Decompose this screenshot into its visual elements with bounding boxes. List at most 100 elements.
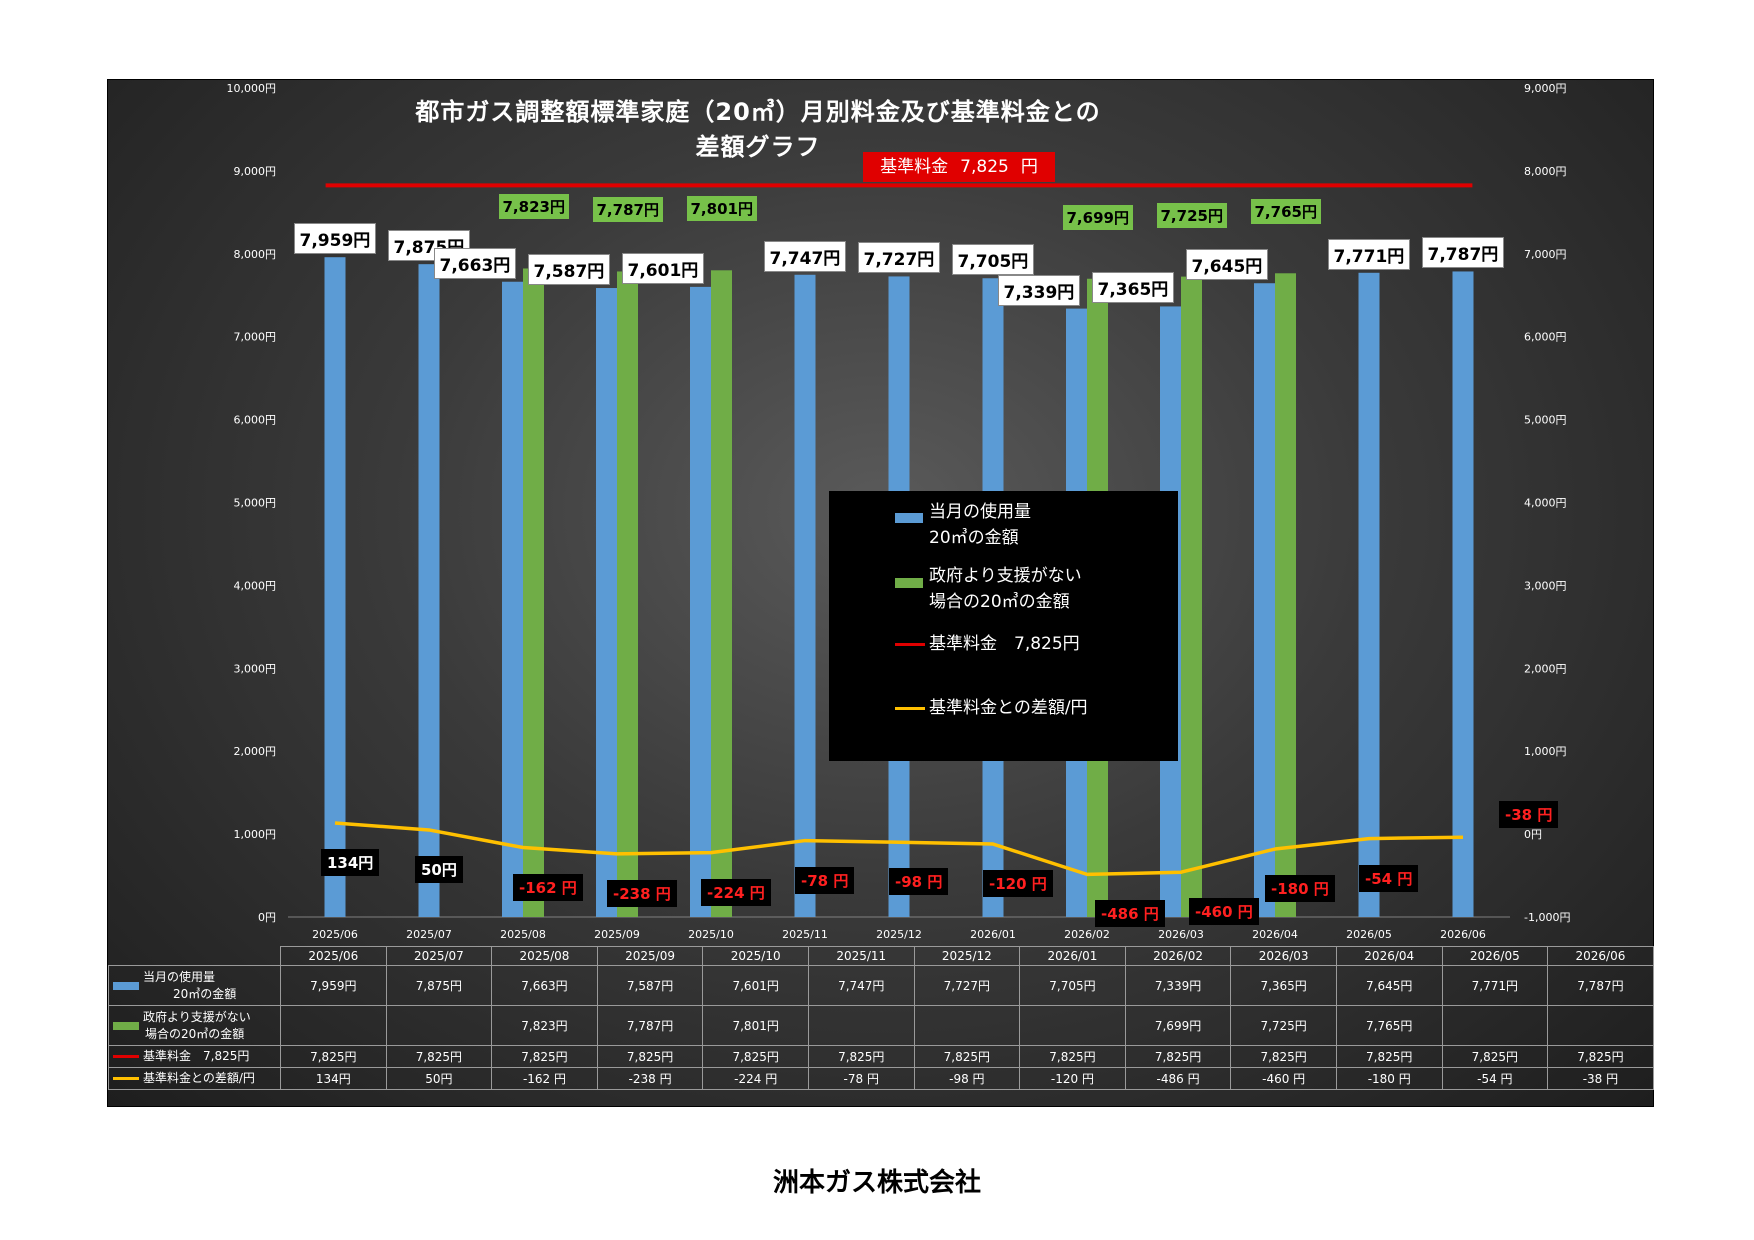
y-left-tick-label: 0円 — [258, 911, 276, 924]
y-left-tick-label: 4,000円 — [234, 579, 277, 592]
table-cell-current: 7,645円 — [1335, 965, 1443, 1006]
table-header-cell: 2025/06 — [280, 946, 387, 966]
no-support-value-label: 7,801円 — [686, 196, 757, 222]
current-value-label: 7,747円 — [763, 240, 847, 272]
table-cell-current: 7,587円 — [596, 965, 704, 1006]
reference-badge-label: 基準料金 — [880, 157, 949, 177]
y-right-tick-label: 0円 — [1524, 828, 1542, 841]
table-header-cell: 2025/12 — [913, 946, 1021, 966]
table-cell-current: 7,771円 — [1441, 965, 1549, 1006]
table-header-cell: 2026/03 — [1230, 946, 1337, 966]
table-cell-current: 7,365円 — [1230, 965, 1337, 1006]
table-cell-no-support — [1547, 1005, 1654, 1046]
table-header-cell: 2025/10 — [702, 946, 809, 966]
table-cell-no-support: 7,787円 — [596, 1005, 704, 1046]
diff-value-label: -162 円 — [513, 873, 583, 901]
table-header-cell: 2026/02 — [1124, 946, 1232, 966]
bar-current — [324, 257, 346, 917]
bar-no-support — [523, 268, 544, 918]
table-rowhead-no-support: 政府より支援がない場合の20㎥の金額 — [108, 1005, 281, 1046]
current-value-label: 7,663円 — [433, 247, 517, 279]
table-cell-diff: -54 円 — [1441, 1067, 1549, 1090]
table-cell-current: 7,787円 — [1547, 965, 1654, 1006]
diff-value-label: -238 円 — [607, 879, 677, 907]
table-cell-reference: 7,825円 — [1547, 1045, 1654, 1068]
table-rowhead-no-support-line2: 場合の20㎥の金額 — [145, 1026, 245, 1041]
table-header-cell: 2026/05 — [1441, 946, 1549, 966]
legend-no-support: 政府より支援がない 場合の20㎥の金額 — [929, 563, 1082, 615]
table-cell-current: 7,959円 — [280, 965, 387, 1006]
table-cell-current: 7,705円 — [1019, 965, 1126, 1006]
table-rowhead-no-support-line1: 政府より支援がない — [143, 1009, 251, 1024]
table-header-cell: 2025/11 — [807, 946, 915, 966]
y-right-tick-label: 3,000円 — [1524, 579, 1567, 592]
bar-current — [1452, 271, 1474, 917]
table-cell-reference: 7,825円 — [1335, 1045, 1443, 1068]
table-swatch-red — [113, 1055, 139, 1058]
y-right-tick-label: 9,000円 — [1524, 82, 1567, 95]
chart-title: 都市ガス調整額標準家庭（20㎥）月別料金及び基準料金との差額グラフ — [415, 98, 1101, 161]
table-cell-no-support: 7,765円 — [1335, 1005, 1443, 1046]
x-tick-label: 2025/09 — [594, 928, 640, 941]
current-value-label: 7,601円 — [621, 252, 705, 284]
table-rowhead-reference: 基準料金 7,825円 — [108, 1045, 281, 1068]
current-value-label: 7,645円 — [1185, 249, 1269, 281]
table-cell-no-support — [385, 1005, 493, 1046]
legend-current: 当月の使用量 20㎥の金額 — [929, 499, 1031, 551]
table-corner-cell — [108, 946, 281, 966]
table-swatch-yellow — [113, 1077, 139, 1080]
table-cell-diff: -486 円 — [1124, 1067, 1232, 1090]
table-rowhead-current-line1: 当月の使用量 — [143, 969, 216, 984]
table-cell-reference: 7,825円 — [1230, 1045, 1337, 1068]
table-cell-diff: -162 円 — [491, 1067, 598, 1090]
bar-current — [794, 274, 816, 917]
table-cell-reference: 7,825円 — [702, 1045, 809, 1068]
diff-value-label: -486 円 — [1095, 900, 1165, 928]
legend-swatch-blue — [895, 513, 923, 523]
table-cell-no-support: 7,725円 — [1230, 1005, 1337, 1046]
table-cell-diff: 50円 — [385, 1067, 493, 1090]
table-cell-diff: -38 円 — [1547, 1067, 1654, 1090]
current-value-label: 7,705円 — [951, 244, 1035, 276]
y-right-tick-label: 4,000円 — [1524, 497, 1567, 510]
bar-current — [690, 286, 711, 918]
x-tick-label: 2026/01 — [970, 928, 1016, 941]
y-right-tick-label: 5,000円 — [1524, 414, 1567, 427]
no-support-value-label: 7,787円 — [592, 197, 663, 223]
y-right-tick-label: 2,000円 — [1524, 662, 1567, 675]
diff-value-label: -224 円 — [701, 878, 771, 906]
table-cell-diff: -180 円 — [1335, 1067, 1443, 1090]
table-cell-reference: 7,825円 — [491, 1045, 598, 1068]
diff-value-label: -38 円 — [1499, 801, 1559, 829]
table-header-cell: 2025/08 — [491, 946, 598, 966]
x-tick-label: 2025/06 — [312, 928, 358, 941]
table-cell-no-support — [913, 1005, 1021, 1046]
bar-current — [418, 264, 440, 918]
diff-value-label: -180 円 — [1265, 875, 1335, 903]
legend-diff: 基準料金との差額/円 — [929, 698, 1088, 718]
x-tick-label: 2026/06 — [1440, 928, 1486, 941]
table-cell-current: 7,601円 — [702, 965, 809, 1006]
legend-swatch-yellow — [895, 707, 925, 710]
table-cell-no-support — [280, 1005, 387, 1046]
table-cell-diff: 134円 — [280, 1067, 387, 1090]
table-cell-reference: 7,825円 — [807, 1045, 915, 1068]
chart-legend: 当月の使用量 20㎥の金額 政府より支援がない 場合の20㎥の金額 基準料金 7… — [829, 491, 1178, 761]
y-left-tick-label: 10,000円 — [227, 82, 277, 95]
y-left-tick-label: 5,000円 — [234, 497, 277, 510]
table-cell-diff: -98 円 — [913, 1067, 1021, 1090]
table-cell-diff: -460 円 — [1230, 1067, 1337, 1090]
diff-value-label: -460 円 — [1189, 898, 1259, 926]
y-left-tick-label: 9,000円 — [234, 165, 277, 178]
current-value-label: 7,365円 — [1091, 272, 1175, 304]
current-value-label: 7,959円 — [293, 223, 377, 255]
y-right-tick-label: 8,000円 — [1524, 165, 1567, 178]
legend-no-support-line1: 政府より支援がない — [929, 566, 1082, 586]
table-cell-reference: 7,825円 — [1441, 1045, 1549, 1068]
y-left-tick-label: 7,000円 — [234, 331, 277, 344]
y-right-tick-label: 7,000円 — [1524, 248, 1567, 261]
table-cell-current: 7,727円 — [913, 965, 1021, 1006]
